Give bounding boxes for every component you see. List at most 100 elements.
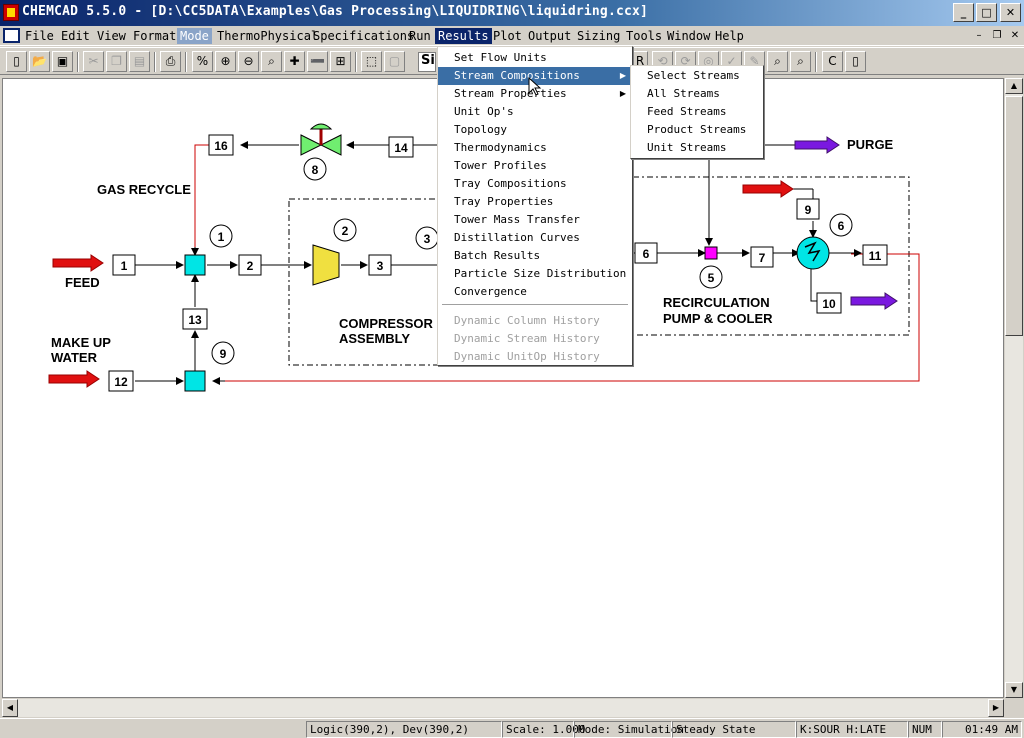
unit-2[interactable]: 2: [342, 224, 349, 238]
results-convergence[interactable]: Convergence: [454, 285, 527, 298]
menu-thermophysical[interactable]: ThermoPhysical: [217, 29, 319, 43]
zoom-in-icon[interactable]: ⊕: [215, 51, 236, 72]
mixer-9-icon[interactable]: [184, 370, 206, 392]
unit-5[interactable]: 5: [708, 271, 715, 285]
minimize-button[interactable]: _: [953, 3, 974, 22]
unit-3[interactable]: 3: [424, 232, 431, 246]
results-thermodynamics[interactable]: Thermodynamics: [454, 141, 547, 154]
document-icon[interactable]: [3, 28, 20, 43]
menu-file[interactable]: File: [25, 29, 54, 43]
vertical-scroll-thumb[interactable]: [1005, 96, 1023, 336]
unit-8[interactable]: 8: [312, 163, 319, 177]
close-button[interactable]: ✕: [1000, 3, 1021, 22]
zoom-out-icon[interactable]: ⊖: [238, 51, 259, 72]
menu-help[interactable]: Help: [715, 29, 744, 43]
mixer-5-icon[interactable]: [704, 246, 718, 260]
mdi-restore-button[interactable]: ❐: [992, 30, 1002, 41]
target-icon[interactable]: ⊞: [330, 51, 351, 72]
vertical-scrollbar[interactable]: ▲ ▼: [1005, 78, 1023, 698]
mdi-minimize-button[interactable]: –: [976, 30, 982, 41]
menu-run[interactable]: Run: [409, 29, 431, 43]
scroll-right-icon[interactable]: ▶: [988, 699, 1004, 717]
stream-16[interactable]: 16: [214, 139, 228, 153]
open-folder-icon[interactable]: 📂: [29, 51, 50, 72]
results-tray-compositions[interactable]: Tray Compositions: [454, 177, 567, 190]
zoom-fit-icon[interactable]: ⌕: [261, 51, 282, 72]
add-node-icon[interactable]: ✚: [284, 51, 305, 72]
menu-sizing[interactable]: Sizing: [577, 29, 621, 43]
style-combo[interactable]: Si: [418, 52, 436, 72]
stream-12[interactable]: 12: [114, 375, 128, 389]
stream-13[interactable]: 13: [188, 313, 202, 327]
scroll-down-icon[interactable]: ▼: [1005, 682, 1023, 698]
submenu-all-streams[interactable]: All Streams: [647, 87, 720, 100]
stream-3[interactable]: 3: [377, 259, 384, 273]
stream-10[interactable]: 10: [822, 297, 836, 311]
stream-7[interactable]: 7: [759, 251, 766, 265]
submenu-select-streams[interactable]: Select Streams: [647, 69, 740, 82]
menu-output[interactable]: Output: [528, 29, 572, 43]
view-zoom-icon[interactable]: ⌕: [767, 51, 788, 72]
group-icon[interactable]: ▢: [384, 51, 405, 72]
stream-2[interactable]: 2: [247, 259, 254, 273]
unit-labels: 1 2 3 5 6 8 9: [209, 157, 853, 365]
zoom-percent-button[interactable]: %: [192, 51, 213, 72]
menu-specifications[interactable]: Specifications: [313, 29, 415, 43]
view-zoom2-icon[interactable]: ⌕: [790, 51, 811, 72]
menu-view[interactable]: View: [97, 29, 126, 43]
results-tray-properties[interactable]: Tray Properties: [454, 195, 554, 208]
stream-14[interactable]: 14: [394, 141, 408, 155]
stream-1[interactable]: 1: [121, 259, 128, 273]
page-icon[interactable]: ▯: [845, 51, 866, 72]
results-batch-results[interactable]: Batch Results: [454, 249, 541, 262]
scroll-up-icon[interactable]: ▲: [1005, 78, 1023, 94]
results-dynamic-column-history: Dynamic Column History: [454, 314, 600, 327]
mdi-close-button[interactable]: ✕: [1010, 30, 1020, 41]
heat-exchanger-icon[interactable]: [796, 236, 830, 270]
unit-6[interactable]: 6: [838, 219, 845, 233]
menu-mode[interactable]: Mode: [177, 28, 212, 44]
stream-11[interactable]: 11: [869, 249, 882, 263]
stream-6[interactable]: 6: [643, 247, 650, 261]
maximize-button[interactable]: □: [976, 3, 997, 22]
menu-plot[interactable]: Plot: [493, 29, 522, 43]
results-particle-size-distribution[interactable]: Particle Size Distribution: [454, 267, 627, 280]
menu-results[interactable]: Results: [435, 28, 492, 44]
submenu-unit-streams[interactable]: Unit Streams: [647, 141, 727, 154]
remove-node-icon[interactable]: ➖: [307, 51, 328, 72]
stream-9[interactable]: 9: [805, 203, 812, 217]
menu-format[interactable]: Format: [133, 29, 177, 43]
results-stream-properties[interactable]: Stream Properties▶: [438, 85, 632, 103]
chemcad-app-icon[interactable]: [3, 4, 19, 21]
paste-icon[interactable]: ▤: [129, 51, 150, 72]
status-num: NUM: [908, 721, 942, 738]
save-icon[interactable]: ▣: [52, 51, 73, 72]
results-stream-compositions[interactable]: Stream Compositions▶: [438, 67, 632, 85]
results-distillation-curves[interactable]: Distillation Curves: [454, 231, 580, 244]
copy-icon[interactable]: ❐: [106, 51, 127, 72]
cut-icon[interactable]: ✂: [83, 51, 104, 72]
results-tower-mass-transfer[interactable]: Tower Mass Transfer: [454, 213, 580, 226]
submenu-product-streams[interactable]: Product Streams: [647, 123, 747, 136]
mixer-1-icon[interactable]: [184, 254, 206, 276]
results-topology[interactable]: Topology: [454, 123, 507, 136]
submenu-feed-streams[interactable]: Feed Streams: [647, 105, 727, 118]
menu-tools[interactable]: Tools: [626, 29, 663, 43]
unit-1[interactable]: 1: [218, 230, 225, 244]
print-icon[interactable]: ⎙: [160, 51, 181, 72]
select-box-icon[interactable]: ⬚: [361, 51, 382, 72]
horizontal-scrollbar[interactable]: ◀ ▶: [2, 699, 1004, 717]
compressor-icon[interactable]: [312, 244, 340, 286]
menu-edit[interactable]: Edit: [61, 29, 90, 43]
water-label: WATER: [51, 350, 98, 365]
valve-icon[interactable]: [300, 134, 323, 156]
results-tower-profiles[interactable]: Tower Profiles: [454, 159, 547, 172]
results-set-flow-units[interactable]: Set Flow Units: [454, 51, 547, 64]
new-file-icon[interactable]: ▯: [6, 51, 27, 72]
cc-icon[interactable]: C: [822, 51, 843, 72]
results-unit-ops[interactable]: Unit Op's: [454, 105, 514, 118]
title-bar: CHEMCAD 5.5.0 - [D:\CC5DATA\Examples\Gas…: [0, 0, 1024, 26]
menu-window[interactable]: Window: [667, 29, 711, 43]
unit-9[interactable]: 9: [220, 347, 227, 361]
scroll-left-icon[interactable]: ◀: [2, 699, 18, 717]
